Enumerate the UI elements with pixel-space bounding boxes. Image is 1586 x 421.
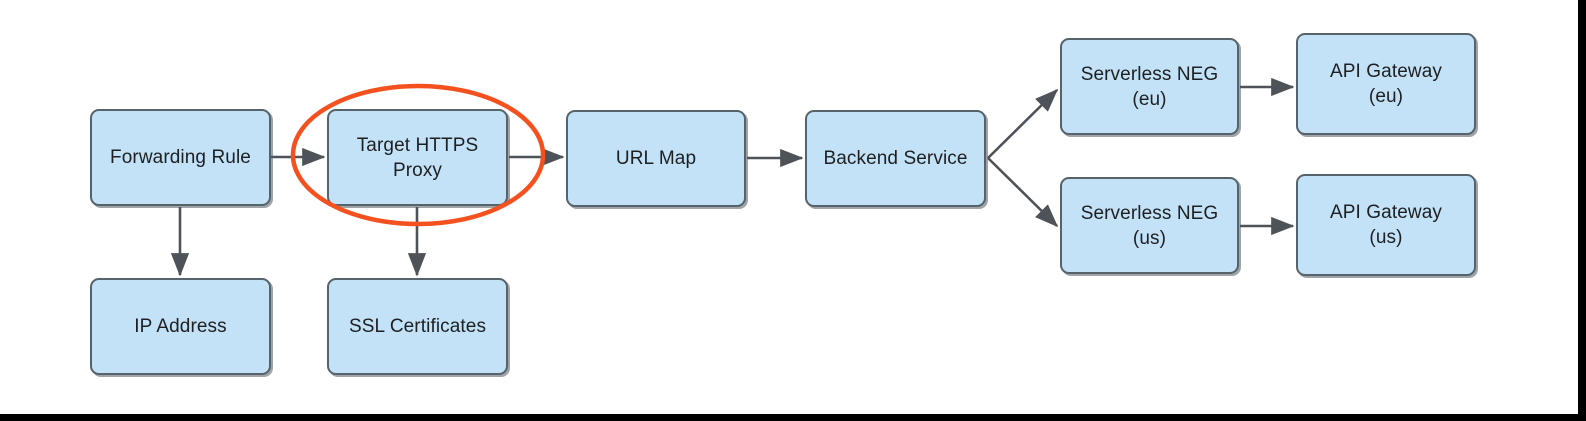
frame-bottom-edge [0,414,1586,421]
node-ip-address[interactable]: IP Address [90,278,271,375]
node-url-map[interactable]: URL Map [566,110,746,207]
node-api-gateway-us[interactable]: API Gateway (us) [1296,174,1476,276]
node-serverless-neg-eu-label: Serverless NEG (eu) [1080,63,1219,110]
node-serverless-neg-us[interactable]: Serverless NEG (us) [1060,177,1239,274]
node-backend-service-label: Backend Service [823,148,968,169]
node-ssl-certificates[interactable]: SSL Certificates [327,278,508,375]
node-serverless-neg-eu[interactable]: Serverless NEG (eu) [1060,38,1239,135]
edge-backend-service-to-serverless-neg-eu [987,88,1059,159]
frame-right-edge [1578,0,1586,421]
node-api-gateway-eu[interactable]: API Gateway (eu) [1296,33,1476,135]
node-target-https-proxy-label: Target HTTPS Proxy [356,134,479,181]
node-serverless-neg-us-label: Serverless NEG (us) [1080,202,1219,249]
node-ip-address-label: IP Address [134,316,227,337]
node-forwarding-rule[interactable]: Forwarding Rule [90,109,271,206]
node-url-map-label: URL Map [615,148,697,169]
node-ssl-certificates-label: SSL Certificates [348,316,487,337]
node-api-gateway-eu-label: API Gateway (eu) [1330,61,1442,107]
node-forwarding-rule-label: Forwarding Rule [110,147,251,168]
edge-backend-service-to-serverless-neg-us [987,157,1059,228]
node-target-https-proxy[interactable]: Target HTTPS Proxy [327,109,508,206]
node-backend-service[interactable]: Backend Service [805,110,986,207]
node-api-gateway-us-label: API Gateway (us) [1330,202,1442,248]
